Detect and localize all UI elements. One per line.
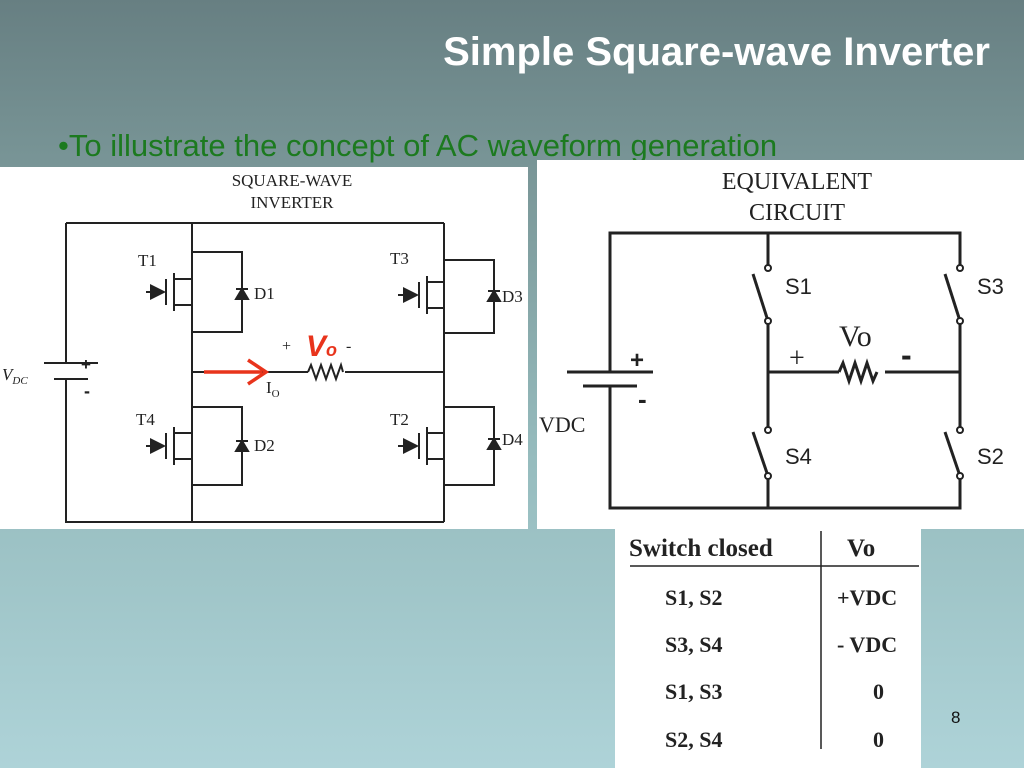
label-d3: D3 (502, 287, 523, 306)
table-row1-vo: +VDC (837, 585, 897, 610)
source-minus: - (84, 381, 90, 401)
table-header-vo: Vo (847, 535, 875, 562)
equivalent-wires (567, 231, 962, 510)
table-row2-vo: - VDC (837, 632, 897, 657)
label-d4: D4 (502, 430, 523, 449)
label-s2: S2 (977, 444, 1004, 469)
equivalent-output-label: Vo (839, 320, 872, 353)
inverter-schematic: SQUARE-WAVE INVERTER (2, 171, 523, 523)
label-d1: D1 (254, 284, 275, 303)
slide-title: Simple Square-wave Inverter (443, 30, 990, 74)
equivalent-source-label: VDC (539, 412, 585, 437)
transistor-t1-symbol (146, 251, 250, 333)
output-voltage-label: Vo (306, 330, 337, 363)
table-row2-switch: S3, S4 (665, 632, 722, 657)
label-t1: T1 (138, 251, 157, 270)
label-t2: T2 (390, 410, 409, 429)
source-label: VDC (2, 365, 28, 387)
equivalent-circuit-diagram: EQUIVALENT CIRCUIT (537, 160, 1024, 529)
square-wave-inverter-diagram: SQUARE-WAVE INVERTER (0, 167, 528, 529)
switch-table-drawing: Switch closed Vo S1, S2 +VDC S3, S4 - VD… (629, 531, 919, 752)
transistor-t2-symbol (398, 406, 502, 486)
output-minus: - (346, 338, 351, 355)
label-s4: S4 (785, 444, 812, 469)
label-t3: T3 (390, 249, 409, 268)
switch-state-table: Switch closed Vo S1, S2 +VDC S3, S4 - VD… (615, 529, 921, 768)
equivalent-title-line2: CIRCUIT (749, 200, 845, 226)
current-arrow (204, 358, 270, 386)
equivalent-schematic: EQUIVALENT CIRCUIT (539, 169, 1004, 510)
transistor-t4-symbol (146, 406, 250, 486)
equivalent-source-minus: - (638, 384, 647, 414)
inverter-title-line2: INVERTER (250, 193, 334, 212)
label-t4: T4 (136, 410, 155, 429)
inverter-title-line1: SQUARE-WAVE (232, 171, 353, 190)
bullet-point: •To illustrate the concept of AC wavefor… (58, 128, 778, 163)
source-plus: + (81, 355, 91, 374)
equivalent-output-minus: - (901, 337, 912, 373)
page-number: 8 (951, 708, 961, 727)
equivalent-title-line1: EQUIVALENT (722, 169, 873, 195)
label-s1: S1 (785, 274, 812, 299)
switch-contacts (764, 264, 964, 480)
equivalent-output-plus: + (789, 343, 805, 374)
current-label: IO (266, 378, 280, 400)
output-plus: + (282, 338, 291, 355)
table-header-switch: Switch closed (629, 535, 773, 562)
table-lines (630, 531, 919, 749)
table-row4-vo: 0 (873, 727, 884, 752)
table-row1-switch: S1, S2 (665, 585, 722, 610)
table-row3-switch: S1, S3 (665, 679, 722, 704)
table-row3-vo: 0 (873, 679, 884, 704)
label-s3: S3 (977, 274, 1004, 299)
transistor-t3-symbol (398, 259, 502, 334)
table-row4-switch: S2, S4 (665, 727, 722, 752)
equivalent-source-plus: + (630, 347, 644, 374)
label-d2: D2 (254, 436, 275, 455)
